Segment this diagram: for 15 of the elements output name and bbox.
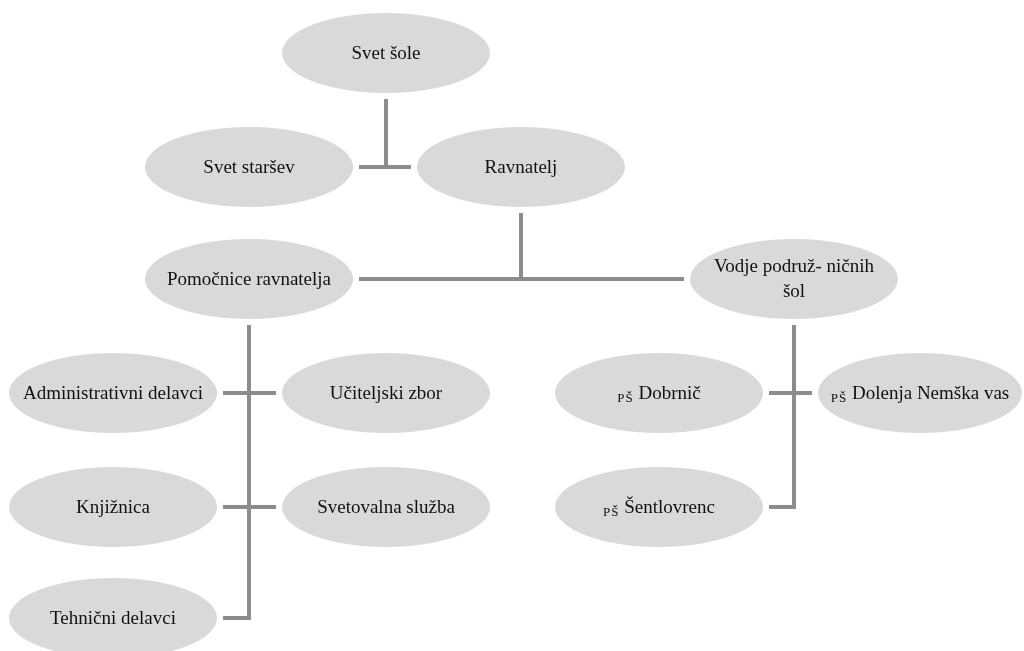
node-label: Ravnatelj <box>483 154 559 179</box>
node-label: $_{PŠ}$ Šentlovrenc <box>602 494 716 520</box>
connector-line <box>519 213 684 281</box>
node-label: $_{PŠ}$ Dolenja Nemška vas <box>829 380 1011 406</box>
connector-line <box>223 325 251 620</box>
node-label: Svet staršev <box>202 154 296 179</box>
node-label: Svetovalna služba <box>316 494 456 519</box>
node-label: Tehnični delavci <box>49 605 177 630</box>
node-label: Svet šole <box>350 40 422 65</box>
node-label: Pomočnice ravnatelja <box>165 266 333 291</box>
node-label: Knjižnica <box>75 494 151 519</box>
node-label: Vodje podruž- ničnih šol <box>712 254 876 303</box>
node-label: $_{PŠ}$ Dobrnič <box>616 380 702 406</box>
node-label: Učiteljski zbor <box>328 380 444 405</box>
node-label: Administrativni delavci <box>22 380 204 405</box>
